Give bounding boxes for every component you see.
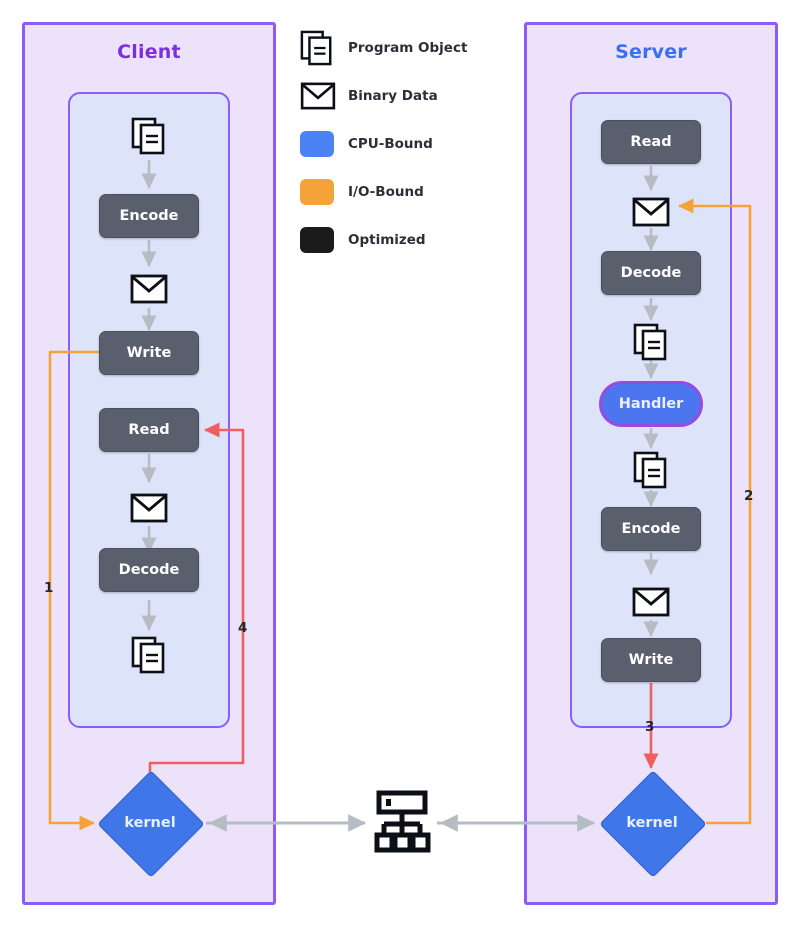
- flow-label-1: 1: [44, 580, 54, 596]
- server-binary-data-icon-1: [628, 191, 674, 233]
- legend-label: Program Object: [348, 40, 468, 56]
- node-label: Write: [126, 345, 172, 361]
- client-read-node[interactable]: Read: [99, 408, 199, 452]
- client-title: Client: [117, 41, 181, 63]
- flow-label-4: 4: [238, 620, 248, 636]
- server-binary-data-icon-2: [628, 581, 674, 623]
- binary-data-icon: [632, 587, 670, 617]
- node-label: Decode: [620, 265, 682, 281]
- flow-label-2: 2: [744, 488, 754, 504]
- network-switch-icon: [371, 790, 433, 856]
- program-object-icon: [131, 636, 165, 674]
- server-kernel-node[interactable]: kernel: [599, 770, 707, 878]
- node-label: Encode: [119, 208, 179, 224]
- server-program-object-icon-1: [628, 321, 674, 363]
- optimized-swatch-icon: [300, 227, 348, 253]
- legend-item-io-bound: I/O-Bound: [300, 168, 510, 216]
- binary-data-icon: [130, 274, 168, 304]
- server-title: Server: [615, 41, 687, 63]
- server-encode-node[interactable]: Encode: [601, 507, 701, 551]
- node-label: Read: [128, 422, 170, 438]
- program-object-icon: [633, 323, 667, 361]
- program-object-icon: [131, 117, 165, 155]
- program-object-icon: [633, 451, 667, 489]
- server-handler-node[interactable]: Handler: [599, 381, 703, 427]
- program-object-icon: [300, 30, 348, 66]
- legend-label: Optimized: [348, 232, 426, 248]
- node-label: kernel: [626, 815, 678, 831]
- binary-data-icon: [130, 493, 168, 523]
- legend-label: Binary Data: [348, 88, 438, 104]
- legend-item-program-object: Program Object: [300, 24, 510, 72]
- flow-label-3: 3: [645, 719, 655, 735]
- client-encode-node[interactable]: Encode: [99, 194, 199, 238]
- legend-item-binary-data: Binary Data: [300, 72, 510, 120]
- binary-data-icon: [300, 82, 348, 110]
- server-read-node[interactable]: Read: [601, 120, 701, 164]
- legend-label: CPU-Bound: [348, 136, 433, 152]
- client-write-node[interactable]: Write: [99, 331, 199, 375]
- io-bound-swatch-icon: [300, 179, 348, 205]
- client-binary-data-icon-2: [126, 487, 172, 529]
- client-program-object-icon-1: [126, 115, 172, 157]
- node-label: Write: [628, 652, 674, 668]
- binary-data-icon: [632, 197, 670, 227]
- node-label: Decode: [118, 562, 180, 578]
- server-program-object-icon-2: [628, 449, 674, 491]
- network-switch-glyph: [374, 790, 431, 853]
- node-label: Read: [630, 134, 672, 150]
- legend: Program Object Binary Data CPU-Bound I/O…: [300, 24, 510, 264]
- client-kernel-node[interactable]: kernel: [97, 770, 205, 878]
- node-label: Handler: [618, 396, 684, 412]
- legend-item-cpu-bound: CPU-Bound: [300, 120, 510, 168]
- client-decode-node[interactable]: Decode: [99, 548, 199, 592]
- client-program-object-icon-2: [126, 634, 172, 676]
- client-binary-data-icon-1: [126, 268, 172, 310]
- server-decode-node[interactable]: Decode: [601, 251, 701, 295]
- node-label: Encode: [621, 521, 681, 537]
- legend-label: I/O-Bound: [348, 184, 424, 200]
- legend-item-optimized: Optimized: [300, 216, 510, 264]
- cpu-bound-swatch-icon: [300, 131, 348, 157]
- node-label: kernel: [124, 815, 176, 831]
- server-write-node[interactable]: Write: [601, 638, 701, 682]
